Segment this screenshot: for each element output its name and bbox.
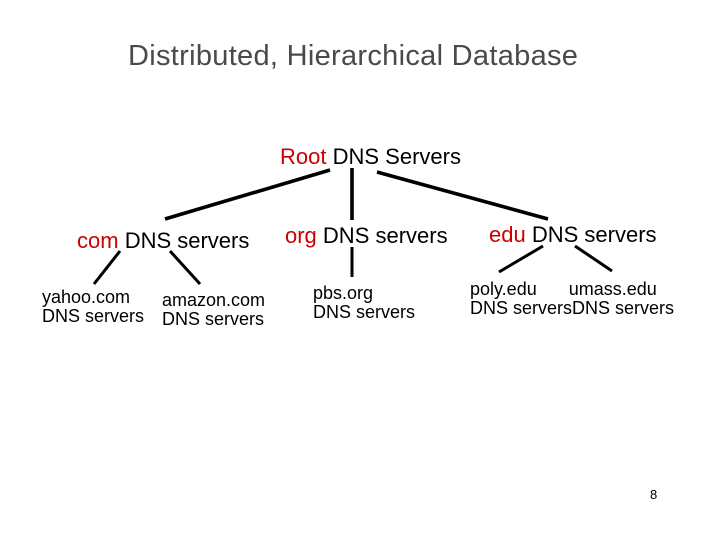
node-root-dns-servers: Root DNS Servers: [280, 145, 461, 169]
node-edu-leaves: poly.edu umass.edu DNS serversDNS servers: [470, 280, 674, 318]
node-edu-dns-servers: edu DNS servers: [489, 223, 657, 247]
edge-com-yahoo: [92, 250, 122, 285]
node-poly-edu-label: DNS servers: [470, 298, 573, 318]
node-com-tld: com: [77, 228, 119, 253]
node-root-rest: DNS Servers: [332, 144, 461, 169]
node-yahoo-com: yahoo.com DNS servers: [42, 288, 144, 326]
edge-root-edu: [376, 170, 549, 221]
node-org-dns-servers: org DNS servers: [285, 224, 448, 248]
edge-edu-poly: [498, 244, 544, 274]
edge-com-amazon: [168, 249, 202, 286]
node-amazon-com: amazon.com DNS servers: [162, 291, 265, 329]
page-number: 8: [650, 487, 658, 502]
node-edu-rest: DNS servers: [531, 222, 657, 247]
node-pbs-org-label: DNS servers: [313, 302, 416, 322]
node-amazon-com-label: DNS servers: [162, 309, 265, 329]
node-org-tld: org: [285, 223, 317, 248]
node-yahoo-com-name: yahoo.com: [42, 287, 131, 307]
node-yahoo-com-label: DNS servers: [42, 306, 145, 326]
node-poly-edu-name: poly.edu: [470, 279, 537, 299]
edge-edu-umass: [574, 244, 613, 273]
node-root-tld: Root: [280, 144, 327, 169]
node-amazon-com-name: amazon.com: [162, 290, 266, 310]
node-umass-edu-label: DNS servers: [572, 298, 675, 318]
node-com-rest: DNS servers: [124, 228, 250, 253]
node-com-dns-servers: com DNS servers: [77, 229, 249, 253]
node-pbs-org: pbs.org DNS servers: [313, 284, 415, 322]
slide-title: Distributed, Hierarchical Database: [128, 40, 579, 72]
node-pbs-org-name: pbs.org: [313, 283, 374, 303]
node-umass-edu-name: umass.edu: [568, 279, 657, 299]
edge-root-com: [164, 168, 331, 221]
node-edu-tld: edu: [489, 222, 526, 247]
node-org-rest: DNS servers: [322, 223, 448, 248]
